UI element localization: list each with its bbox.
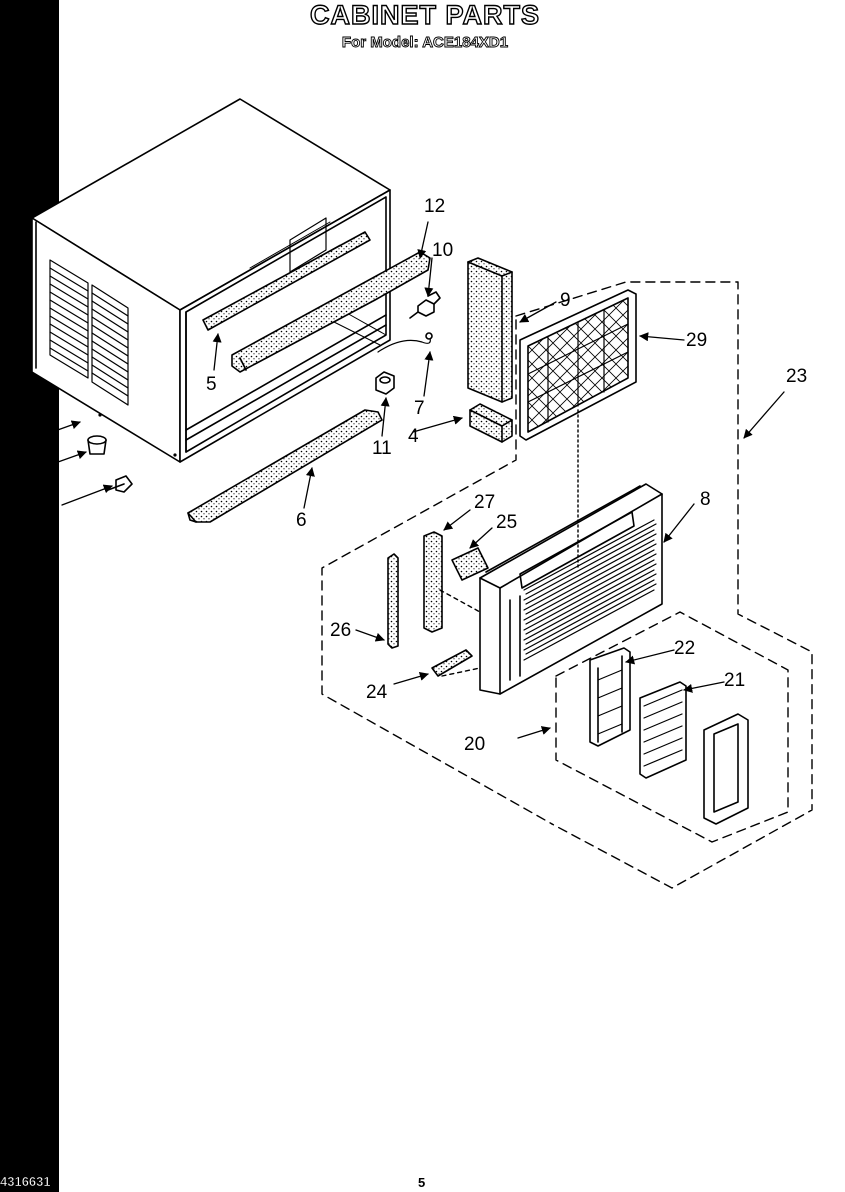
callout-2: 2 (38, 456, 49, 477)
assembly-dashed-outlines (321, 281, 813, 889)
louver-frame-part-22 (589, 647, 631, 747)
screw-part-3 (107, 475, 133, 493)
leader-lines (37, 221, 785, 739)
callout-5: 5 (206, 374, 217, 395)
callout-9: 9 (560, 290, 571, 311)
callout-12: 12 (424, 196, 445, 217)
callout-3: 3 (48, 498, 59, 519)
callout-24: 24 (366, 682, 388, 703)
callout-25: 25 (496, 512, 517, 533)
cabinet-part-1 (31, 98, 391, 463)
front-panel-part-8 (479, 483, 663, 695)
screw-part-10 (409, 291, 441, 319)
wire-part-7 (377, 332, 433, 353)
filter-foam-part-9 (467, 257, 513, 403)
channel-strip-part-6 (187, 409, 383, 523)
louver-frame-part-20 (703, 713, 749, 825)
callout-20: 20 (464, 734, 485, 755)
callout-8: 8 (700, 489, 711, 510)
page-title: CABINET PARTS (309, 0, 540, 31)
callout-29: 29 (686, 330, 707, 351)
callout-7: 7 (414, 398, 425, 419)
seal-part-24 (431, 649, 473, 677)
left-black-margin (0, 0, 59, 1192)
document-number: 4316631 (0, 1174, 51, 1190)
callout-10: 10 (432, 240, 453, 261)
filter-part-29 (519, 289, 637, 441)
callout-labels: 1 2 3 4 5 6 7 8 9 10 11 12 20 21 22 23 2… (14, 196, 807, 755)
seal-part-25 (451, 547, 489, 581)
plug-part-2 (87, 435, 107, 455)
nut-part-11 (375, 371, 395, 395)
callout-23: 23 (786, 366, 807, 387)
callout-4: 4 (408, 426, 419, 447)
callout-1: 1 (14, 432, 25, 453)
cabinet-louvers (49, 259, 129, 406)
model-subtitle: For Model: ACE184XD1 (341, 34, 509, 52)
louver-part-21 (639, 681, 687, 779)
callout-26: 26 (330, 620, 351, 641)
seal-part-26 (387, 553, 399, 649)
seal-part-27 (423, 531, 443, 633)
callout-11: 11 (372, 438, 392, 459)
callout-27: 27 (474, 492, 495, 513)
page-number: 5 (418, 1175, 426, 1190)
callout-21: 21 (724, 670, 745, 691)
callout-22: 22 (674, 638, 695, 659)
foam-block-part-4 (469, 403, 513, 443)
callout-6: 6 (296, 510, 307, 531)
